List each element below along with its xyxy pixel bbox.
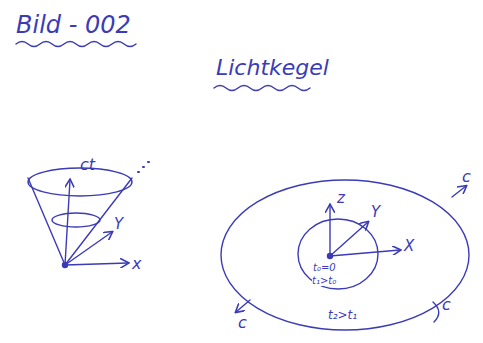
axis-label: X <box>404 238 414 255</box>
z-axis <box>329 205 330 256</box>
speed-label: c <box>238 314 247 332</box>
origin-dot <box>63 263 68 268</box>
x-axis <box>330 250 400 256</box>
origin-dot <box>328 254 333 259</box>
dotted-continuation <box>138 162 149 172</box>
page-title: Bild - 002 <box>16 12 131 38</box>
wavy-underline <box>214 86 310 91</box>
x-axis <box>65 263 128 265</box>
velocity-arrow <box>433 302 439 322</box>
axis-label: x <box>132 255 141 273</box>
cone-outline <box>28 178 132 265</box>
y-axis <box>65 232 112 265</box>
ct-axis <box>65 180 70 265</box>
axis-label: z <box>337 190 345 207</box>
wavy-underline <box>16 42 136 47</box>
cone-section <box>52 213 100 227</box>
velocity-arrow <box>452 186 466 197</box>
time-label: t₀=0 <box>313 262 336 273</box>
time-label: t₁>t₀ <box>312 275 336 286</box>
axis-label: ct <box>80 156 95 174</box>
speed-label: c <box>462 168 471 186</box>
y-axis <box>330 222 368 256</box>
heading: Lichtkegel <box>216 56 329 80</box>
inner-wavefront <box>298 219 378 289</box>
axis-label: Y <box>114 216 123 233</box>
time-label: t₂>t₁ <box>328 309 357 322</box>
outer-wavefront <box>221 180 469 330</box>
speed-label: c <box>442 296 451 314</box>
axis-label: Y <box>371 204 380 221</box>
velocity-arrow <box>236 300 250 312</box>
